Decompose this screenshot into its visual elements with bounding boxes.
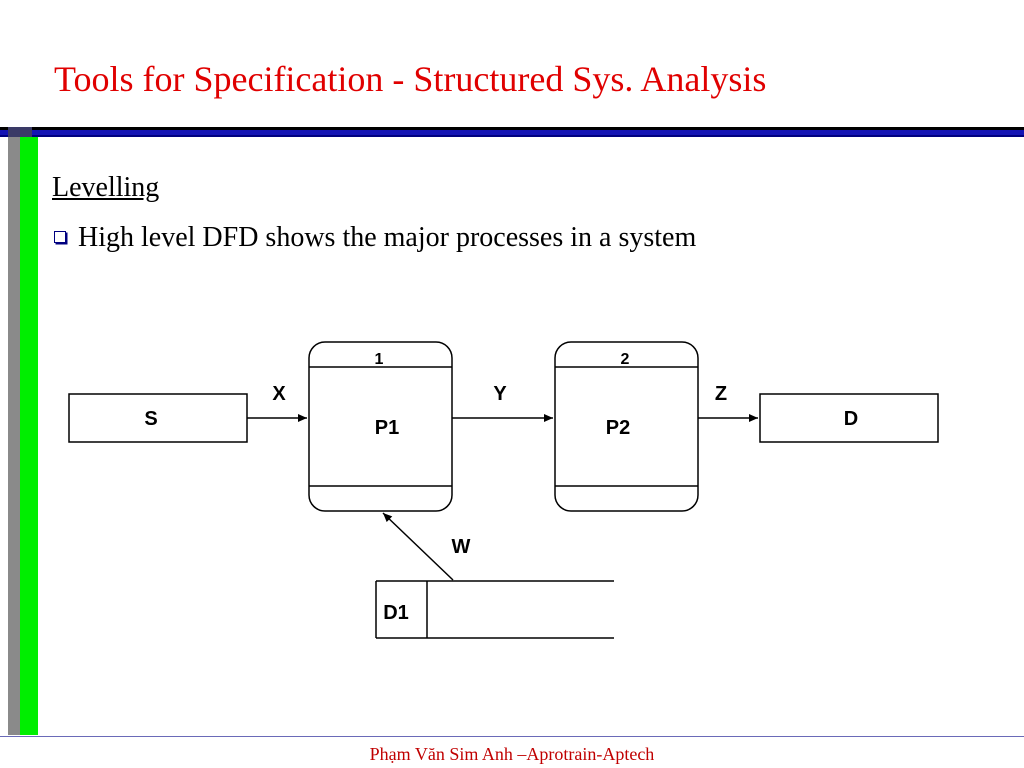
flow-z-label: Z: [715, 383, 727, 405]
left-gray-bar: [8, 137, 20, 735]
slide-title: Tools for Specification - Structured Sys…: [54, 59, 767, 99]
process-2-number: 2: [621, 351, 630, 368]
corner-accent: [8, 127, 32, 137]
entity-d-label: D: [844, 408, 858, 430]
title-divider-shadow: [0, 135, 1024, 137]
flow-w: W: [382, 512, 471, 581]
footer-credit: Phạm Văn Sim Anh –Aprotrain-Aptech: [369, 744, 655, 764]
entity-s-label: S: [144, 408, 157, 430]
process-1-number: 1: [375, 351, 384, 368]
title-divider: [0, 127, 1024, 130]
flow-x-label: X: [272, 383, 286, 405]
flow-x: X: [247, 383, 307, 422]
data-store-id: D1: [383, 602, 409, 624]
process-2-name: P2: [606, 417, 630, 439]
external-entity-d: D: [759, 393, 939, 443]
section-heading: Levelling: [52, 172, 160, 203]
bullet-item: High level DFD shows the major processes…: [54, 222, 696, 254]
footer-divider: [0, 736, 1024, 737]
external-entity-s: S: [68, 393, 248, 443]
flow-y: Y: [452, 383, 553, 422]
flow-z: Z: [698, 383, 758, 422]
flow-w-label: W: [452, 536, 471, 558]
process-1-name: P1: [375, 417, 399, 439]
data-store-d1: D1: [375, 580, 614, 639]
process-2: 2 P2: [554, 341, 699, 512]
dfd-diagram: S 1 P1 2 P2 D D1 X Y Z: [68, 341, 939, 639]
bullet-text: High level DFD shows the major processes…: [78, 222, 697, 253]
hollow-square-bullet-icon: [54, 231, 66, 243]
flow-y-label: Y: [493, 383, 507, 405]
process-1: 1 P1: [308, 341, 453, 512]
title-divider-accent: [0, 130, 1024, 135]
left-green-bar: [20, 137, 38, 735]
